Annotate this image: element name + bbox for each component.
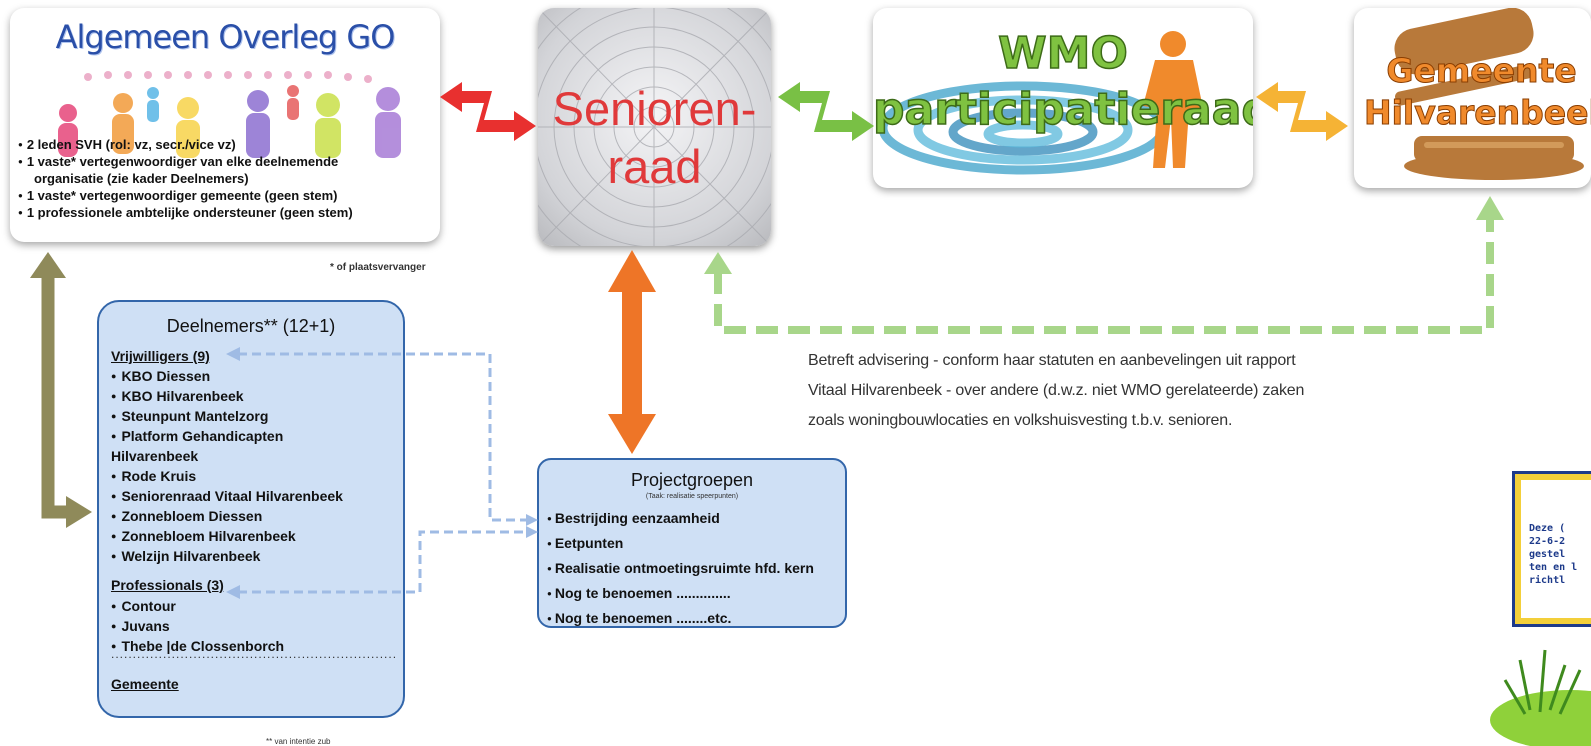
gemeente-label: Gemeente (111, 676, 179, 692)
list-item: Hilvarenbeek (111, 448, 199, 464)
advisering-line: zoals woningbouwlocaties en volkshuisves… (808, 412, 1233, 429)
wmo-line2: participatieraad (873, 83, 1253, 136)
wmo-title: WMO participatieraad (873, 26, 1253, 138)
vrijwilligers-list: KBO Diessen KBO Hilvarenbeek Steunpunt M… (111, 366, 343, 566)
list-item: Realisatie ontmoetingsruimte hfd. kern (547, 556, 814, 581)
advisering-text: Betreft advisering - conform haar statut… (808, 346, 1498, 436)
seniorenraad-line1: Senioren- (552, 82, 757, 135)
list-item: Zonnebloem Diessen (111, 506, 343, 526)
professionals-label: Professionals (3) (111, 577, 224, 593)
gemeente-line2: Hilvarenbeek (1364, 93, 1591, 133)
list-item: Contour (111, 596, 284, 616)
dashed-green-connector (704, 196, 1504, 334)
advisering-line: Betreft advisering - conform haar statut… (808, 352, 1296, 369)
seniorenraad-title: Senioren- raad (538, 80, 771, 196)
dashed-blue-connector (238, 352, 532, 594)
overleg-bullet-list: 2 leden SVH (rol: vz, secr./vice vz) 1 v… (18, 136, 353, 221)
deelnemers-title: Deelnemers** (12+1) (166, 316, 336, 336)
list-item: Nog te benoemen .............. (547, 581, 814, 606)
list-item: KBO Diessen (111, 366, 343, 386)
list-item: Thebe |de Clossenborch (111, 636, 284, 656)
list-item: KBO Hilvarenbeek (111, 386, 343, 406)
orange-double-arrow (608, 250, 656, 454)
wmo-participatieraad-box: WMO participatieraad (873, 8, 1253, 188)
algemeen-overleg-title: Algemeen Overleg GO (55, 18, 396, 56)
green-double-arrow (778, 82, 874, 141)
list-item: Juvans (111, 616, 284, 636)
list-item: Welzijn Hilvarenbeek (111, 546, 343, 566)
note-text: Deze ( 22-6-2 gestel ten en l richtl (1529, 523, 1578, 586)
swirl-figure-icon (878, 31, 1203, 175)
olive-double-arrow (30, 252, 92, 528)
seniorenraad-box: Senioren- raad (538, 8, 771, 246)
advisering-line: Vitaal Hilvarenbeek - over andere (d.w.z… (808, 382, 1305, 399)
professionals-list: Contour Juvans Thebe |de Clossenborch (111, 596, 284, 656)
yellow-double-arrow (1256, 82, 1348, 141)
list-item: Zonnebloem Hilvarenbeek (111, 526, 343, 546)
gavel-icon (1394, 8, 1584, 180)
projectgroepen-list: Bestrijding eenzaamheid Eetpunten Realis… (547, 506, 814, 631)
intentie-footnote: ** van intentie zub (266, 737, 331, 746)
projectgroepen-box: Projectgroepen (Taak: realisatie speerpu… (537, 458, 847, 628)
list-item: Platform Gehandicapten (111, 426, 343, 446)
gemeente-line1: Gemeente (1386, 51, 1577, 91)
list-item: 1 vaste* vertegenwoordiger gemeente (gee… (18, 187, 353, 204)
algemeen-overleg-box: Algemeen Overleg GO 2 leden SVH (rol: vz… (10, 8, 440, 242)
list-item: 2 leden SVH (rol: vz, secr./vice vz) (18, 136, 353, 153)
gemeente-hilvarenbeek-box: Gemeente Hilvarenbeek (1354, 8, 1591, 188)
vrijwilligers-label: Vrijwilligers (9) (111, 348, 210, 364)
dotted-separator: ........................................… (111, 647, 398, 661)
wmo-line1: WMO (997, 27, 1128, 80)
note-card: Deze ( 22-6-2 gestel ten en l richtl (1512, 471, 1591, 627)
list-item: organisatie (zie kader Deelnemers) (34, 171, 249, 186)
list-item: 1 vaste* vertegenwoordiger van elke deel… (18, 153, 353, 170)
deelnemers-box: Deelnemers** (12+1) Vrijwilligers (9) KB… (97, 300, 405, 718)
plaatsvervanger-footnote: * of plaatsvervanger (330, 262, 426, 273)
list-item: Seniorenraad Vitaal Hilvarenbeek (111, 486, 343, 506)
grass-icon (1490, 649, 1591, 746)
projectgroepen-title: Projectgroepen (630, 470, 754, 490)
spider-web-icon (538, 8, 771, 246)
list-item: Nog te benoemen ........etc. (547, 606, 814, 631)
projectgroepen-subtitle: (Taak: realisatie speerpunten) (645, 493, 739, 500)
list-item: Bestrijding eenzaamheid (547, 506, 814, 531)
red-double-arrow (440, 82, 536, 141)
list-item: Steunpunt Mantelzorg (111, 406, 343, 426)
seniorenraad-line2: raad (607, 140, 702, 193)
list-item: Eetpunten (547, 531, 814, 556)
list-item: 1 professionele ambtelijke ondersteuner … (18, 204, 353, 221)
list-item: Rode Kruis (111, 466, 343, 486)
gemeente-title: Gemeente Hilvarenbeek (1364, 50, 1591, 134)
dashed-blue-arrowheads (226, 347, 538, 599)
